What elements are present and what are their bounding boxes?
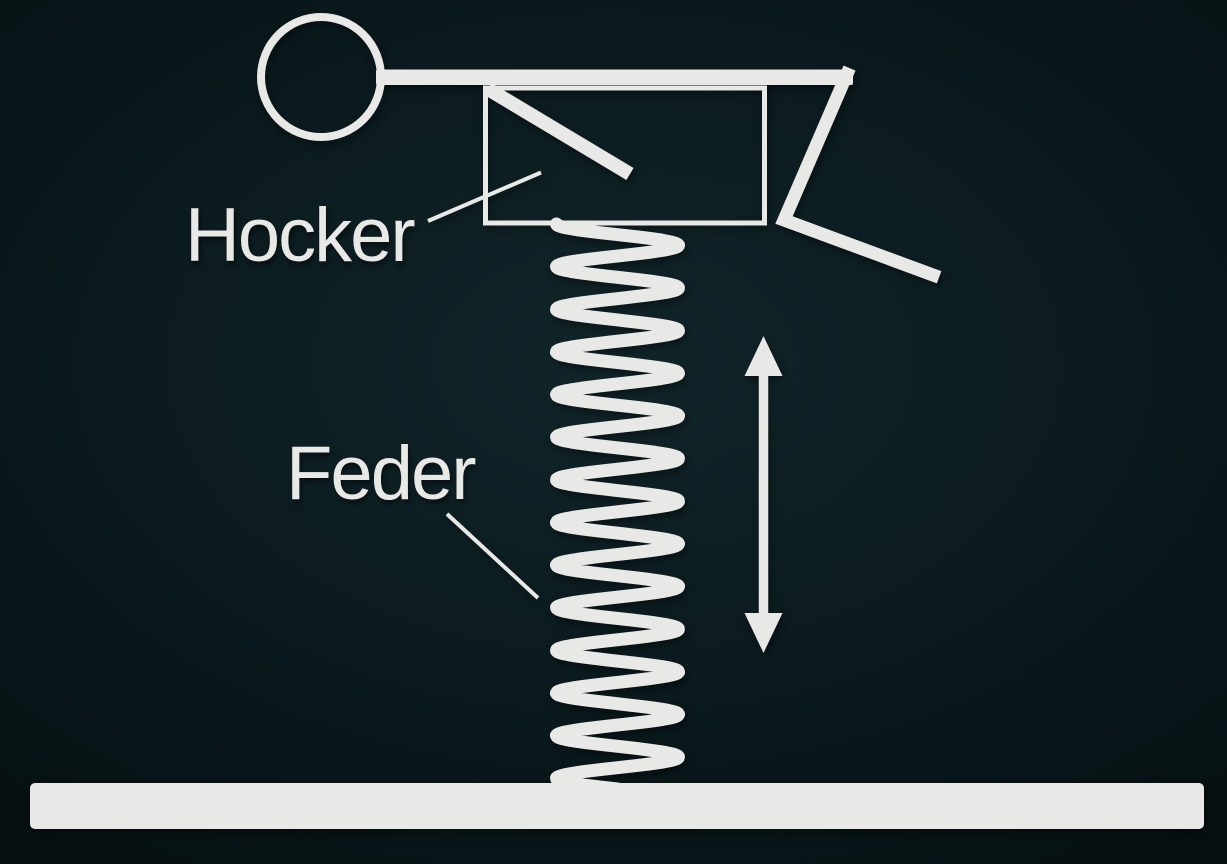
stool-rect bbox=[483, 85, 767, 226]
motion-arrow-head-up bbox=[744, 336, 783, 376]
stick-figure-head bbox=[257, 13, 385, 141]
spring-pointer-line bbox=[445, 512, 540, 600]
spring-label: Feder bbox=[286, 431, 477, 516]
ground-bar bbox=[30, 783, 1204, 829]
stick-figure-body bbox=[376, 69, 853, 85]
spring-coil bbox=[550, 217, 685, 796]
stick-figure-arm bbox=[484, 82, 634, 181]
motion-arrow-head-down bbox=[744, 613, 783, 653]
stick-figure-legs bbox=[775, 65, 942, 284]
stool-pointer-line bbox=[427, 170, 542, 223]
motion-arrow bbox=[744, 336, 783, 653]
stool-label: Hocker bbox=[185, 193, 416, 278]
